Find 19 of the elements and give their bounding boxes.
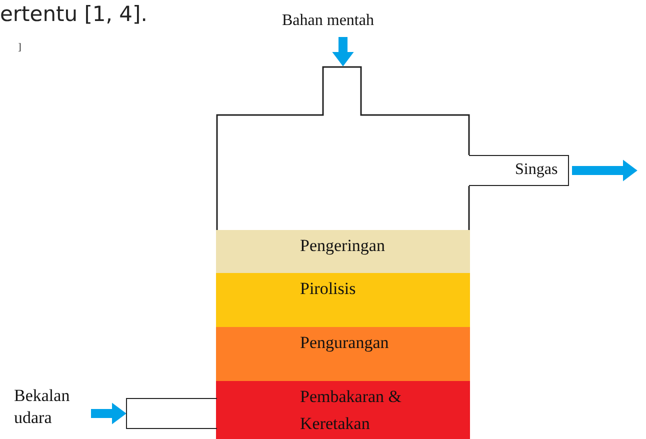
gasifier-vessel [216,66,470,439]
zone-label: Pengurangan [300,332,390,354]
zone-band [216,273,470,327]
outlet-label: Singas [515,160,558,180]
bracket-mark: ] [18,42,22,53]
flow-arrow [91,402,126,424]
zone-label: Pembakaran & Keretakan [300,386,402,435]
text-fragment: ertentu [1, 4]. [0,2,148,26]
zone-label: Pirolisis [300,278,357,300]
input-label-text: Bekalan udara [14,385,71,429]
inlet-pipe [126,398,217,429]
flow-arrow [332,37,354,66]
flow-arrow [572,160,638,182]
zone-band [216,230,470,273]
zone-band [216,381,470,439]
input-label-text: Bahan mentah [282,11,374,31]
outlet-pipe [469,155,569,186]
zone-band [216,327,470,381]
zone-label: Pengeringan [300,235,386,257]
